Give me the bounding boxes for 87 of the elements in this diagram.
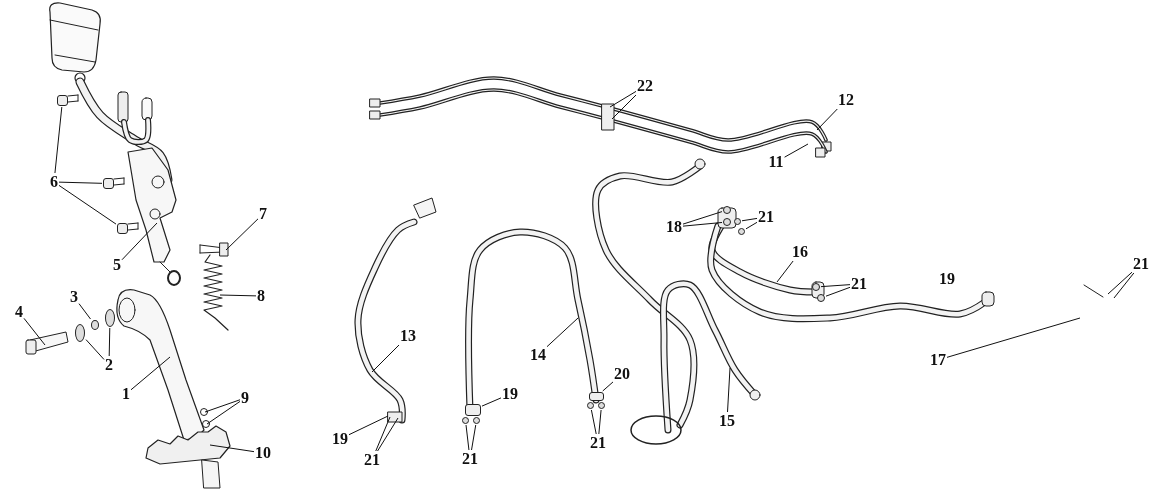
leader-line bbox=[820, 284, 851, 288]
callout-number: 22 bbox=[637, 78, 653, 94]
bolt-head bbox=[57, 95, 68, 106]
callout-number: 20 bbox=[614, 366, 630, 382]
leader-line bbox=[348, 415, 389, 436]
leader-line bbox=[108, 327, 111, 357]
callout-number: 21 bbox=[1133, 256, 1149, 272]
callout-number: 18 bbox=[666, 219, 682, 235]
leader-line bbox=[546, 317, 579, 348]
washer bbox=[723, 218, 731, 226]
leader-line bbox=[682, 211, 723, 225]
leader-line bbox=[375, 416, 391, 452]
callout-number: 1 bbox=[122, 386, 130, 402]
leader-line bbox=[471, 424, 477, 451]
leader-line bbox=[130, 356, 171, 391]
leader-line bbox=[481, 397, 502, 407]
callout-number: 14 bbox=[530, 347, 546, 363]
washer bbox=[105, 309, 115, 327]
washer bbox=[723, 206, 731, 214]
callout-number: 21 bbox=[851, 276, 867, 292]
callout-number: 8 bbox=[257, 288, 265, 304]
callout-number: 19 bbox=[939, 271, 955, 287]
leader-line bbox=[727, 367, 731, 413]
callout-number: 17 bbox=[930, 352, 946, 368]
washer bbox=[817, 294, 825, 302]
callout-number: 19 bbox=[332, 431, 348, 447]
washer bbox=[587, 402, 594, 409]
callout-number: 4 bbox=[15, 304, 23, 320]
leader-line bbox=[206, 400, 241, 425]
leader-line bbox=[682, 221, 723, 227]
washer bbox=[738, 228, 745, 235]
washer bbox=[734, 218, 741, 225]
washer bbox=[473, 417, 480, 424]
callout-number: 10 bbox=[255, 445, 271, 461]
callout-number: 9 bbox=[241, 390, 249, 406]
leader-line bbox=[590, 409, 597, 435]
callout-number: 7 bbox=[259, 206, 267, 222]
leader-line bbox=[209, 444, 255, 453]
callout-number: 2 bbox=[105, 357, 113, 373]
leader-line bbox=[54, 106, 63, 174]
fitting bbox=[589, 392, 604, 401]
leader-line bbox=[78, 303, 91, 320]
callout-number: 21 bbox=[364, 452, 380, 468]
washer bbox=[812, 283, 820, 291]
washer bbox=[91, 320, 99, 330]
fitting bbox=[465, 404, 481, 416]
leader-line bbox=[602, 381, 614, 392]
callout-number: 12 bbox=[838, 92, 854, 108]
leader-line bbox=[816, 108, 838, 131]
leader-line bbox=[377, 417, 399, 452]
callout-number: 19 bbox=[502, 386, 518, 402]
leader-line bbox=[1113, 272, 1135, 299]
callout-number: 15 bbox=[719, 413, 735, 429]
callout-number: 5 bbox=[113, 257, 121, 273]
callout-number: 21 bbox=[758, 209, 774, 225]
callout-number: 3 bbox=[70, 289, 78, 305]
callout-number: 16 bbox=[792, 244, 808, 260]
callout-number: 13 bbox=[400, 328, 416, 344]
leader-line bbox=[371, 344, 400, 373]
callout-number: 21 bbox=[462, 451, 478, 467]
washer bbox=[75, 324, 85, 342]
washer bbox=[598, 402, 605, 409]
leader-line bbox=[745, 221, 758, 230]
leader-line bbox=[946, 317, 1081, 358]
leader-line bbox=[225, 218, 259, 251]
bolt-head bbox=[103, 178, 114, 189]
washer bbox=[462, 417, 469, 424]
callout-number: 11 bbox=[768, 154, 784, 170]
callout-number: 6 bbox=[50, 174, 58, 190]
leader-line bbox=[465, 424, 470, 451]
leader-line bbox=[609, 90, 637, 108]
bolt-head bbox=[117, 223, 128, 234]
leader-line bbox=[776, 260, 794, 283]
leader-line bbox=[741, 217, 758, 222]
leader-line bbox=[219, 294, 257, 297]
leader-line bbox=[784, 143, 809, 158]
leader-line bbox=[121, 222, 158, 261]
leader-line bbox=[85, 339, 105, 360]
leader-line bbox=[58, 184, 117, 225]
leader-line bbox=[611, 94, 637, 120]
leader-line bbox=[825, 286, 851, 297]
callout-number: 21 bbox=[590, 435, 606, 451]
leader-line bbox=[1107, 271, 1133, 295]
leader-line bbox=[598, 409, 602, 435]
leader-line bbox=[23, 317, 46, 346]
leader-line bbox=[58, 181, 103, 184]
leader-line bbox=[204, 399, 241, 413]
